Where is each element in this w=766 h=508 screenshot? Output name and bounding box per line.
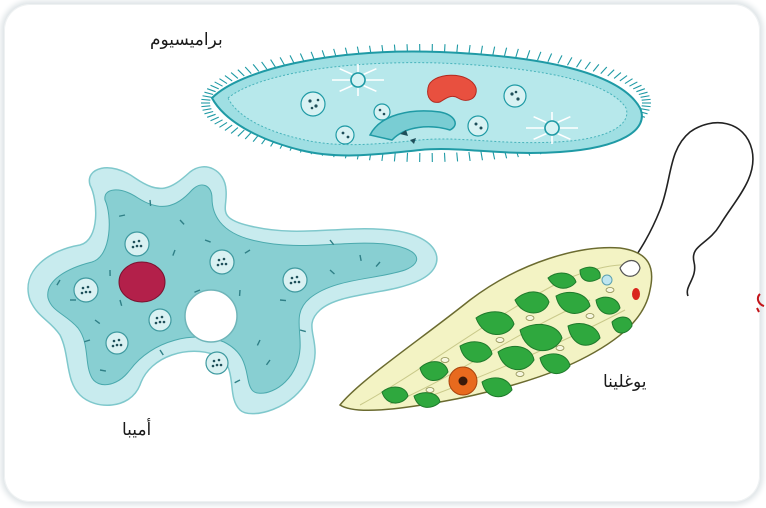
nucleolus [459,377,468,386]
label-amoeba: أميبا [122,420,151,440]
paramecium [201,44,651,162]
contractile-vacuole [602,275,612,285]
amoeba-nucleus [119,262,165,302]
contractile-vacuole [351,73,365,87]
label-euglena: يوغلينا [603,372,646,392]
eyespot [632,288,640,300]
contractile-vacuole [545,121,559,135]
contractile-vacuole [185,290,237,342]
cropped-glyph-icon [754,288,766,318]
label-paramecium: براميسيوم [150,30,223,50]
cropped-text-fragment [754,288,766,318]
